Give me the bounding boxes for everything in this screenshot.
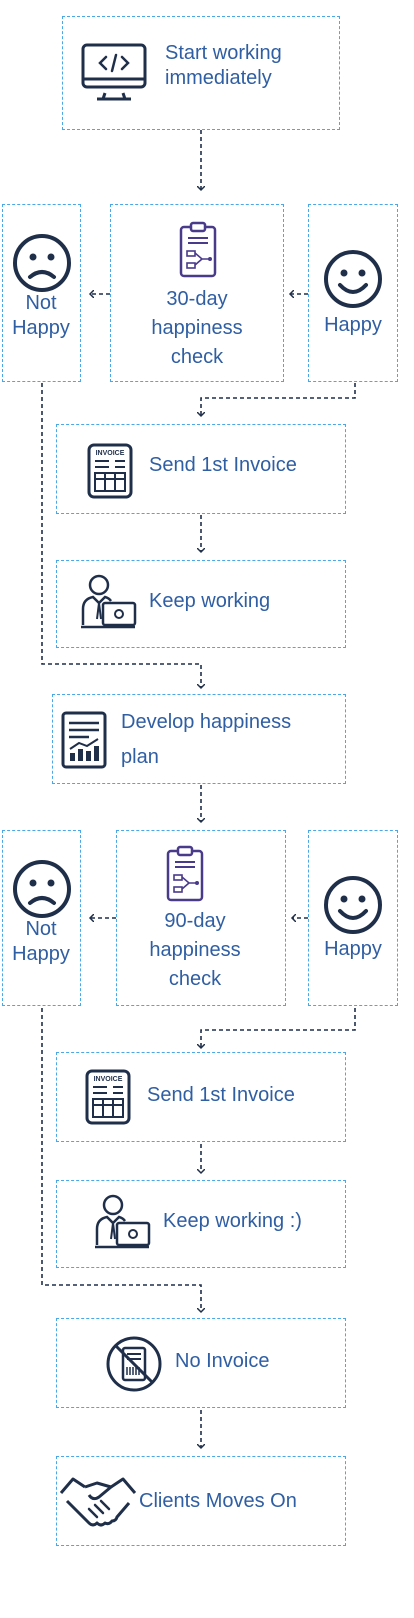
invoice-badge-text: INVOICE xyxy=(96,450,125,457)
develop-plan-label: Develop happiness plan xyxy=(121,711,292,768)
start-node: Start working immediately xyxy=(62,16,340,130)
not-happy-label-2: Not Happy xyxy=(12,918,70,965)
nothappy2-to-noinvoice-arrow xyxy=(41,1008,201,1312)
smiley-face-icon xyxy=(324,876,382,934)
happy-label-1: Happy xyxy=(324,314,382,336)
no-invoice-label: No Invoice xyxy=(175,1350,270,1372)
clipboard-flowchart-icon xyxy=(166,845,204,902)
happy2-to-invoice2-arrow xyxy=(201,1008,356,1048)
keep-working-label-1: Keep working xyxy=(149,590,271,612)
send-invoice-node-1: INVOICE Send 1st Invoice xyxy=(56,424,346,514)
develop-plan-node: Develop happiness plan xyxy=(52,694,346,784)
keep-working-node-1: Keep working xyxy=(56,560,346,648)
handshake-icon xyxy=(59,1477,137,1527)
happy-node-1: Happy xyxy=(308,204,398,382)
clipboard-flowchart-icon xyxy=(179,221,217,278)
check-label-90-day: 90-day happiness check xyxy=(149,910,241,990)
no-invoice-icon xyxy=(106,1336,162,1392)
check-node-30-day: 30-day happiness check xyxy=(110,204,284,382)
chart-report-icon xyxy=(61,711,107,769)
not-happy-label-1: Not Happy xyxy=(12,292,70,339)
send-invoice-label-2: Send 1st Invoice xyxy=(147,1084,295,1106)
not-happy-node-1: Not Happy xyxy=(2,204,81,382)
happy1-to-invoice1-arrow xyxy=(201,383,356,416)
keep-working-node-2: Keep working :) xyxy=(56,1180,346,1268)
person-laptop-icon xyxy=(95,1194,151,1249)
no-invoice-node: No Invoice xyxy=(56,1318,346,1408)
send-invoice-label-1: Send 1st Invoice xyxy=(149,454,297,476)
invoice-document-icon: INVOICE xyxy=(85,1069,131,1125)
check-label-30-day: 30-day happiness check xyxy=(151,288,243,368)
sad-face-icon xyxy=(13,234,71,292)
keep-working-label-2: Keep working :) xyxy=(163,1210,302,1232)
smiley-face-icon xyxy=(324,250,382,308)
check-node-90-day: 90-day happiness check xyxy=(116,830,286,1006)
invoice-badge-text: INVOICE xyxy=(94,1076,123,1083)
happy-node-2: Happy xyxy=(308,830,398,1006)
invoice-document-icon: INVOICE xyxy=(87,443,133,499)
not-happy-node-2: Not Happy xyxy=(2,830,81,1006)
computer-code-icon xyxy=(81,43,147,101)
sad-face-icon xyxy=(13,860,71,918)
send-invoice-node-2: INVOICE Send 1st Invoice xyxy=(56,1052,346,1142)
start-node-label: Start working immediately xyxy=(165,42,282,89)
nothappy1-to-plan-arrow xyxy=(41,383,201,688)
happy-label-2: Happy xyxy=(324,938,382,960)
clients-move-on-label: Clients Moves On xyxy=(139,1490,297,1512)
person-laptop-icon xyxy=(81,574,137,629)
clients-move-on-node: Clients Moves On xyxy=(56,1456,346,1546)
